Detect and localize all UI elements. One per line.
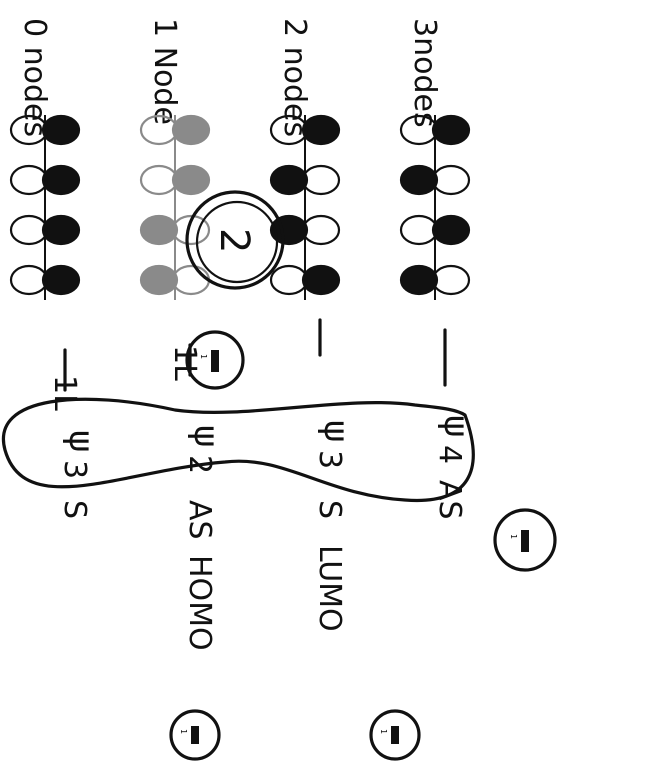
p-orbital-lobe xyxy=(399,114,439,146)
row-label-3-nodes: 3nodes xyxy=(407,18,442,128)
row-label-0-nodes: 0 nodes xyxy=(17,18,52,137)
p-orbital-lobe xyxy=(41,114,81,146)
p-orbital-lobe xyxy=(139,164,179,196)
circled-mark-1-d: 1 xyxy=(169,709,221,761)
p-orbital-lobe xyxy=(171,264,211,296)
row-label-1-node: 1 Node xyxy=(147,18,182,125)
circled-mark-1-b: 1 xyxy=(493,508,557,572)
svg-text:4: 4 xyxy=(432,445,467,464)
p-orbital-lobe xyxy=(431,214,471,246)
level-4-label: ψ 4 AS xyxy=(432,415,476,520)
p-orbital-lobe xyxy=(171,114,211,146)
p-orbital-lobe xyxy=(139,114,179,146)
p-orbital-lobe xyxy=(41,164,81,196)
svg-text:S: S xyxy=(57,500,92,519)
p-orbital-lobe xyxy=(139,214,179,246)
p-orbital-lobe xyxy=(269,264,309,296)
lumo-label: LUMO xyxy=(312,545,347,632)
electron-pair-level-1: 1L xyxy=(47,375,82,411)
circled-mark-1-c: 1 xyxy=(369,709,421,761)
svg-text:ψ: ψ xyxy=(61,430,101,452)
p-orbital-lobe xyxy=(171,164,211,196)
p-orbital-lobe xyxy=(431,164,471,196)
svg-text:2: 2 xyxy=(182,455,217,474)
p-orbital-lobe xyxy=(269,114,309,146)
p-orbital-lobe xyxy=(41,214,81,246)
p-orbital-lobe xyxy=(301,264,341,296)
svg-text:ψ: ψ xyxy=(436,415,476,437)
p-orbital-lobe xyxy=(41,264,81,296)
p-orbital-rows xyxy=(9,114,471,300)
p-orbital-lobe xyxy=(139,264,179,296)
electron-pair-level-2: 1L xyxy=(167,345,202,381)
p-orbital-lobe xyxy=(301,114,341,146)
p-orbital-lobe xyxy=(431,264,471,296)
p-orbital-lobe xyxy=(9,114,49,146)
svg-text:3: 3 xyxy=(57,460,92,479)
p-orbital-lobe xyxy=(301,164,341,196)
svg-text:1: 1 xyxy=(379,729,388,734)
homo-label: HOMO xyxy=(182,555,217,651)
svg-text:ψ: ψ xyxy=(316,420,356,442)
p-orbital-lobe xyxy=(9,214,49,246)
svg-text:AS: AS xyxy=(182,500,217,540)
p-orbital-lobe xyxy=(301,214,341,246)
level-2-label: ψ 2 AS HOMO xyxy=(182,425,226,651)
svg-text:2: 2 xyxy=(211,228,257,253)
p-orbital-lobe xyxy=(269,164,309,196)
level-1-label: ψ 3 S xyxy=(57,430,101,519)
p-orbital-lobe xyxy=(431,114,471,146)
circled-mark-1-a: 1 xyxy=(185,330,245,390)
circled-mark-2: 2 xyxy=(185,190,285,290)
grouping-loop xyxy=(1,397,475,503)
p-orbital-lobe xyxy=(399,214,439,246)
row-label-2-nodes: 2 nodes xyxy=(277,18,312,137)
p-orbital-lobe xyxy=(9,264,49,296)
level-3-label: ψ 3 S LUMO xyxy=(312,420,356,632)
svg-text:1: 1 xyxy=(179,729,188,734)
p-orbital-lobe xyxy=(9,164,49,196)
svg-text:ψ: ψ xyxy=(186,425,226,447)
svg-text:3: 3 xyxy=(312,450,347,469)
svg-text:1: 1 xyxy=(509,534,518,539)
svg-text:S: S xyxy=(312,500,347,519)
p-orbital-lobe xyxy=(399,164,439,196)
p-orbital-lobe xyxy=(399,264,439,296)
svg-text:1: 1 xyxy=(199,354,208,359)
svg-text:AS: AS xyxy=(432,480,467,520)
